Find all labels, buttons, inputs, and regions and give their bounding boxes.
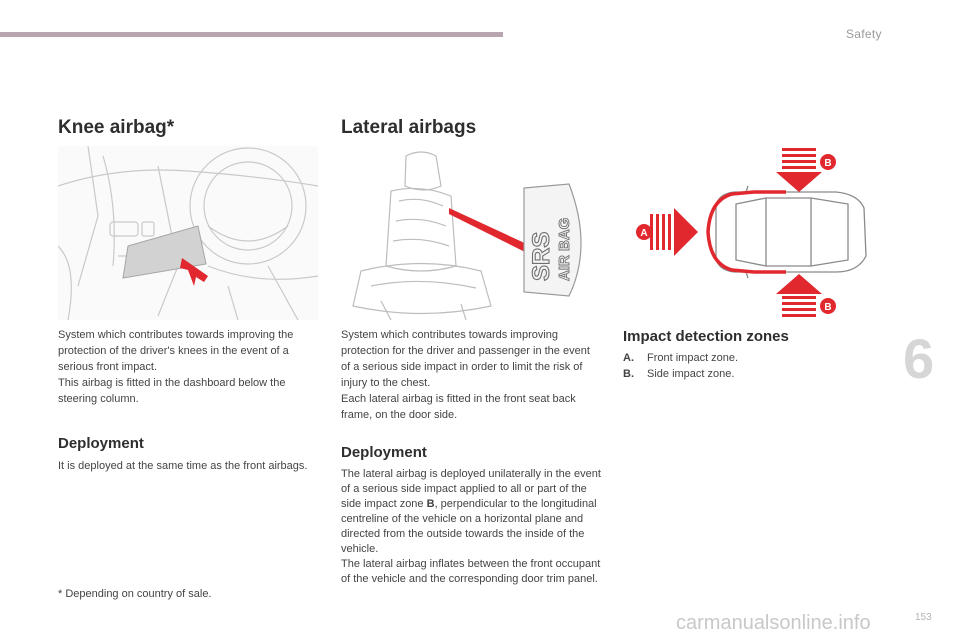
impact-zones-diagram: A B B <box>636 148 867 317</box>
knee-airbag-title: Knee airbag* <box>58 117 175 138</box>
zone-description: Front impact zone. <box>647 352 739 364</box>
airbag-label: AIR BAG <box>556 218 573 281</box>
knee-airbag-description: System which contributes towards improvi… <box>58 327 316 407</box>
zone-letter: A. <box>623 352 634 364</box>
marker-a <box>636 224 652 240</box>
lateral-description-paragraph: Each lateral airbag is fitted in the fro… <box>341 393 576 421</box>
impact-zones-list: A. Front impact zone. B. Side impact zon… <box>623 350 738 382</box>
lateral-description-paragraph: System which contributes towards improvi… <box>341 329 590 389</box>
knee-description-paragraph: System which contributes towards improvi… <box>58 329 294 373</box>
list-item: B. Side impact zone. <box>623 366 738 382</box>
impact-zones-title: Impact detection zones <box>623 328 789 345</box>
lateral-deployment-text: The lateral airbag is deployed unilatera… <box>341 467 603 587</box>
section-label: Safety <box>846 27 882 41</box>
deployment-text-part: , perpendicular to the longitudinal cent… <box>341 498 597 555</box>
list-item: A. Front impact zone. <box>623 350 738 366</box>
marker-b-bottom-label: B <box>824 302 831 313</box>
page-number: 153 <box>915 612 932 623</box>
footnote: * Depending on country of sale. <box>58 588 212 600</box>
lateral-airbags-title: Lateral airbags <box>341 117 477 138</box>
watermark: carmanualsonline.info <box>676 612 871 634</box>
knee-deployment-title: Deployment <box>58 435 144 452</box>
zone-b-reference: B <box>426 498 435 510</box>
lateral-airbags-description: System which contributes towards improvi… <box>341 327 599 423</box>
lateral-deployment-title: Deployment <box>341 444 427 461</box>
knee-airbag-illustration <box>58 146 318 320</box>
marker-b-bottom <box>820 298 836 314</box>
zone-description: Side impact zone. <box>647 368 735 380</box>
lateral-deployment-paragraph: The lateral airbag is deployed unilatera… <box>341 467 603 557</box>
zone-letter: B. <box>623 368 634 380</box>
marker-a-label: A <box>640 228 647 239</box>
lateral-deployment-paragraph: The lateral airbag inflates between the … <box>341 558 601 585</box>
chapter-number: 6 <box>903 327 935 390</box>
marker-b-top-label: B <box>824 158 831 169</box>
lateral-airbag-illustration: SRS AIR BAG <box>352 151 582 320</box>
knee-description-paragraph: This airbag is fitted in the dashboard b… <box>58 377 286 405</box>
srs-label: SRS <box>528 232 555 281</box>
knee-deployment-text: It is deployed at the same time as the f… <box>58 460 308 472</box>
marker-b-top <box>820 154 836 170</box>
deployment-text-part: The lateral airbag is deployed unilatera… <box>341 468 601 510</box>
header-accent-bar <box>0 32 503 37</box>
